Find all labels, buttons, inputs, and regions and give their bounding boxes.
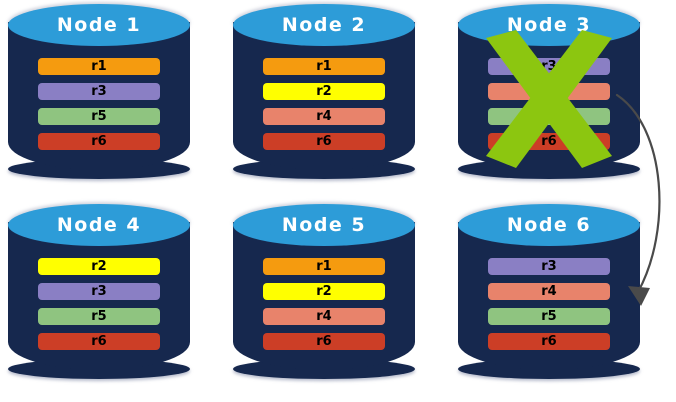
replica-bar[interactable]: r6 (488, 133, 610, 150)
replica-list: r3 r4 r5 r6 (488, 58, 610, 150)
replica-bar[interactable]: r6 (488, 333, 610, 350)
replica-bar[interactable]: r5 (488, 108, 610, 125)
replica-bar[interactable]: r5 (38, 108, 160, 125)
replica-bar[interactable]: r3 (38, 83, 160, 100)
cylinder-top (458, 204, 640, 246)
replica-bar[interactable]: r3 (488, 258, 610, 275)
replica-bar[interactable]: r4 (488, 283, 610, 300)
replica-list: r3 r4 r5 r6 (488, 258, 610, 350)
replica-list: r1 r3 r5 r6 (38, 58, 160, 150)
replica-bar[interactable]: r1 (38, 58, 160, 75)
node-cylinder-1[interactable]: Node 1 r1 r3 r5 r6 (0, 0, 198, 180)
node-cylinder-4[interactable]: Node 4 r2 r3 r5 r6 (0, 200, 198, 380)
node-label: Node 3 (506, 14, 592, 36)
node-label: Node 4 (56, 214, 142, 236)
replica-bar[interactable]: r2 (263, 283, 385, 300)
replica-bar[interactable]: r1 (263, 58, 385, 75)
replica-list: r2 r3 r5 r6 (38, 258, 160, 350)
node-cylinder-3[interactable]: Node 3 r3 r4 r5 r6 (450, 0, 648, 180)
node-label: Node 6 (506, 214, 592, 236)
node-cylinder-5[interactable]: Node 5 r1 r2 r4 r6 (225, 200, 423, 380)
replica-bar[interactable]: r4 (488, 83, 610, 100)
replica-bar[interactable]: r2 (263, 83, 385, 100)
replica-bar[interactable]: r2 (38, 258, 160, 275)
node-label: Node 2 (281, 14, 367, 36)
node-label: Node 5 (281, 214, 367, 236)
cylinder-top (8, 4, 190, 46)
cylinder-top (8, 204, 190, 246)
replica-bar[interactable]: r6 (38, 133, 160, 150)
node-cylinder-2[interactable]: Node 2 r1 r2 r4 r6 (225, 0, 423, 180)
cylinder-top (233, 4, 415, 46)
replica-bar[interactable]: r3 (488, 58, 610, 75)
cylinder-top (233, 204, 415, 246)
replica-bar[interactable]: r4 (263, 308, 385, 325)
node-cylinder-6[interactable]: Node 6 r3 r4 r5 r6 (450, 200, 648, 380)
replica-bar[interactable]: r3 (38, 283, 160, 300)
node-label: Node 1 (56, 14, 142, 36)
replica-bar[interactable]: r6 (263, 133, 385, 150)
replica-list: r1 r2 r4 r6 (263, 258, 385, 350)
replica-list: r1 r2 r4 r6 (263, 58, 385, 150)
replica-bar[interactable]: r6 (38, 333, 160, 350)
replica-bar[interactable]: r4 (263, 108, 385, 125)
replica-bar[interactable]: r5 (488, 308, 610, 325)
replica-bar[interactable]: r1 (263, 258, 385, 275)
replica-bar[interactable]: r6 (263, 333, 385, 350)
replica-bar[interactable]: r5 (38, 308, 160, 325)
